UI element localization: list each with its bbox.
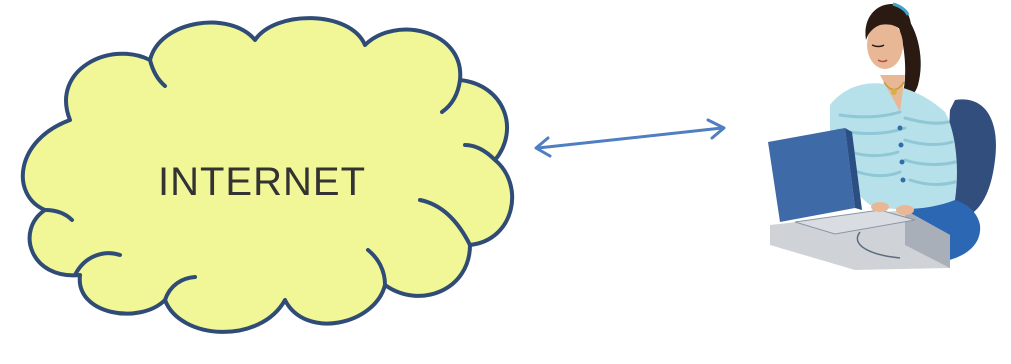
laptop-screen: [768, 128, 855, 222]
head: [867, 21, 903, 69]
hair-ponytail: [898, 15, 921, 99]
chair: [945, 99, 996, 215]
cloud-label: INTERNET: [158, 160, 366, 204]
hair-band: [892, 2, 910, 16]
arrow-head-right-icon: [706, 118, 726, 140]
bidirectional-arrow: [534, 118, 726, 158]
shirt: [830, 83, 957, 210]
right-hand: [896, 205, 914, 215]
woman-at-laptop-icon: [768, 2, 996, 270]
internet-cloud: INTERNET: [20, 16, 515, 334]
left-hand: [871, 202, 889, 212]
arrow-line: [537, 126, 723, 150]
shirt-buttons: [897, 125, 906, 183]
laptop-base: [794, 209, 916, 235]
arrow-head-left-icon: [534, 136, 552, 158]
hair: [865, 4, 912, 45]
cloud-inner-arcs: [43, 58, 497, 302]
